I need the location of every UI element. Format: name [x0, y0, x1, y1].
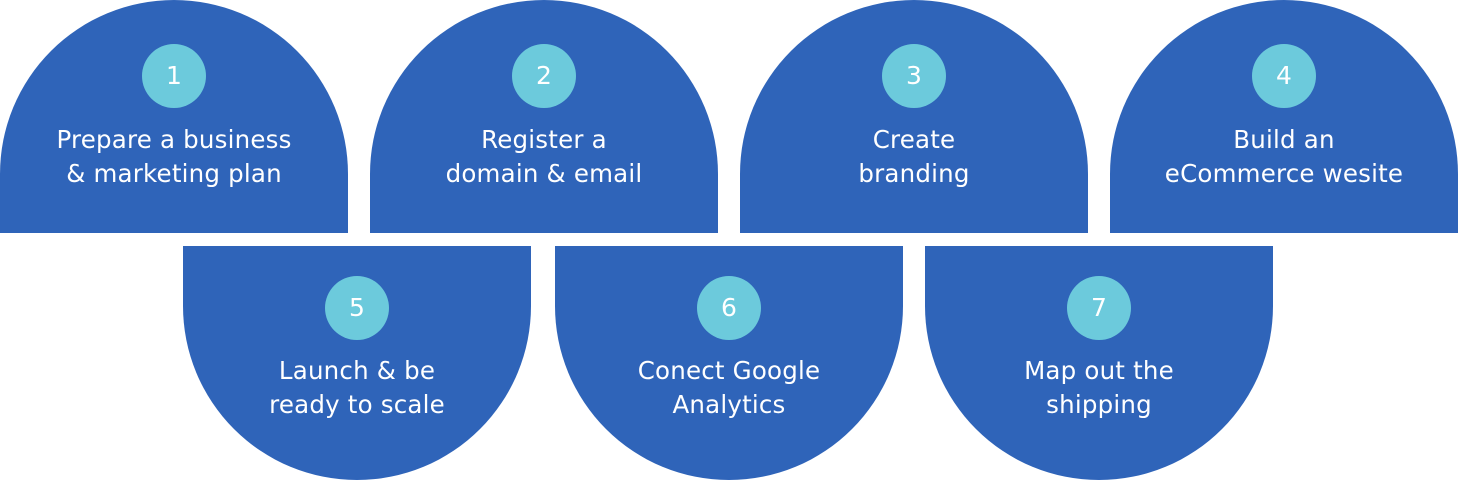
step-label-6: Conect Google Analytics — [555, 354, 903, 422]
step-number-badge-6: 6 — [697, 276, 761, 340]
step-label-4-line-1: Build an — [1233, 125, 1335, 154]
step-card-7: 7 Map out the shipping — [925, 246, 1273, 480]
step-card-6: 6 Conect Google Analytics — [555, 246, 903, 480]
step-label-5-line-2: ready to scale — [269, 390, 445, 419]
step-label-7: Map out the shipping — [925, 354, 1273, 422]
step-card-2: 2 Register a domain & email — [370, 0, 718, 233]
step-label-5: Launch & be ready to scale — [183, 354, 531, 422]
step-number-badge-2: 2 — [512, 44, 576, 108]
step-label-1-line-2: & marketing plan — [66, 159, 282, 188]
step-label-2: Register a domain & email — [370, 123, 718, 191]
step-number-badge-4: 4 — [1252, 44, 1316, 108]
step-number-badge-1: 1 — [142, 44, 206, 108]
step-label-7-line-2: shipping — [1046, 390, 1152, 419]
step-label-3: Create branding — [740, 123, 1088, 191]
step-label-3-line-2: branding — [858, 159, 970, 188]
step-label-5-line-1: Launch & be — [278, 356, 436, 385]
step-label-3-line-1: Create — [872, 125, 956, 154]
step-label-1-line-1: Prepare a business — [56, 125, 292, 154]
step-label-2-line-2: domain & email — [445, 159, 643, 188]
step-card-1: 1 Prepare a business & marketing plan — [0, 0, 348, 233]
step-label-7-line-1: Map out the — [1024, 356, 1174, 385]
step-number-badge-5: 5 — [325, 276, 389, 340]
step-label-6-line-1: Conect Google — [637, 356, 821, 385]
step-label-1: Prepare a business & marketing plan — [0, 123, 348, 191]
step-label-4-line-2: eCommerce wesite — [1164, 159, 1404, 188]
step-number-badge-7: 7 — [1067, 276, 1131, 340]
step-card-5: 5 Launch & be ready to scale — [183, 246, 531, 480]
step-label-6-line-2: Analytics — [672, 390, 786, 419]
step-card-3: 3 Create branding — [740, 0, 1088, 233]
step-label-2-line-1: Register a — [481, 125, 607, 154]
step-label-4: Build an eCommerce wesite — [1110, 123, 1458, 191]
step-card-4: 4 Build an eCommerce wesite — [1110, 0, 1458, 233]
step-number-badge-3: 3 — [882, 44, 946, 108]
